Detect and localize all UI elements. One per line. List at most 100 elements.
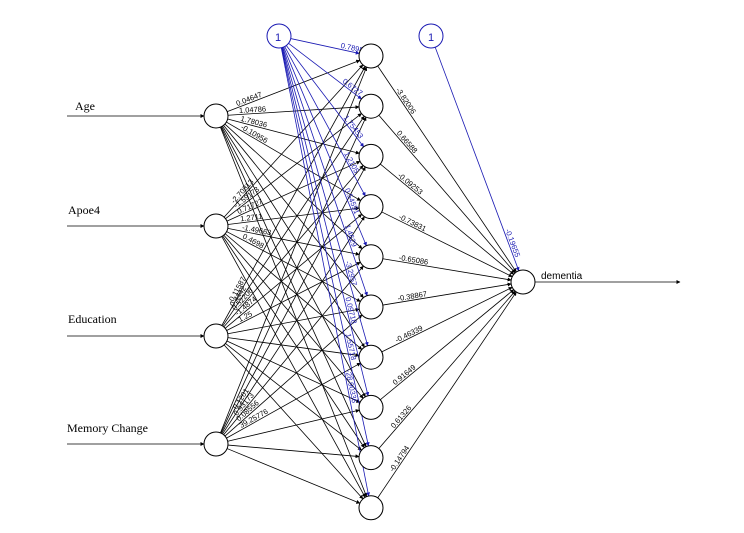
edge-input2-hidden8 (223, 234, 364, 399)
hidden-node-6 (358, 294, 384, 320)
edge-input2-hidden9 (222, 235, 365, 448)
edge-bias-hidden5 (283, 46, 367, 247)
weight-bias-hidden8: 0.09718 (343, 296, 358, 324)
input-node-4 (203, 431, 229, 457)
edge-input1-hidden9 (220, 126, 367, 448)
edge-input2-hidden2 (225, 113, 362, 219)
input-label-education: Education (68, 312, 117, 326)
edge-hidden3-output (379, 163, 515, 275)
edge-hidden6-output (382, 282, 512, 306)
weight-bias-hidden6: 1.4629 (343, 223, 359, 248)
edge-input1-hidden8 (221, 126, 366, 398)
edge-input3-hidden4 (224, 213, 363, 329)
output-label-dementia: dementia (541, 271, 583, 282)
bias-node-output-label: 1 (428, 32, 434, 44)
hidden-node-1 (358, 43, 384, 69)
edge-input4-hidden10 (226, 448, 361, 504)
input-label-apoe4: Apoe4 (68, 203, 100, 217)
hidden-node-5 (358, 244, 384, 270)
weight-hidden8-output: 0.91649 (391, 363, 418, 387)
edge-input4-hidden7 (226, 362, 361, 439)
edge-input4-hidden1 (220, 66, 368, 434)
edge-input2-hidden10 (221, 236, 366, 498)
input-label-age: Age (75, 99, 95, 113)
hidden-node-4 (358, 194, 384, 220)
edge-input2-hidden3 (226, 160, 361, 222)
weight-hidden7-output: -0.46339 (394, 323, 425, 344)
weight-bias-hidden5: 0.54591 (343, 187, 362, 216)
edge-input3-hidden10 (223, 344, 364, 500)
edge-input2-hidden5 (227, 227, 360, 256)
weight-hidden4-output: -0.73831 (397, 212, 428, 233)
edge-input3-hidden9 (225, 343, 362, 451)
hidden-node-8 (358, 394, 384, 420)
edge-input1-hidden7 (222, 125, 365, 348)
weight-bias-hidden10: -28.90336 (344, 369, 359, 404)
input-node-1 (203, 103, 229, 129)
hidden-node-10 (358, 495, 384, 521)
edge-bias-hidden3 (285, 45, 365, 148)
edge-hidden10-output (377, 291, 517, 499)
edge-bias-hidden4 (284, 46, 366, 197)
edge-bias-hidden6 (282, 47, 368, 297)
edge-input4-hidden6 (224, 314, 363, 437)
weight-edges (67, 38, 681, 504)
edge-input1-hidden6 (223, 125, 364, 298)
edge-hidden8-output (380, 289, 515, 401)
edge-input3-hidden6 (227, 307, 360, 335)
edge-bias-hidden2 (288, 42, 362, 100)
edge-hidden1-output (377, 65, 517, 273)
edge-bias-hidden9 (281, 47, 370, 447)
hidden-node-9 (358, 445, 384, 471)
edge-input4-hidden8 (227, 409, 360, 442)
weight-hidden2-output: 0.66588 (395, 129, 420, 155)
edge-input2-hidden1 (223, 64, 364, 218)
edge-input4-hidden3 (221, 166, 366, 434)
edge-hidden5-output (382, 258, 512, 282)
edge-input3-hidden7 (227, 337, 360, 358)
hidden-node-7 (358, 344, 384, 370)
output-node (510, 269, 536, 295)
weight-hidden9-output: 0.61326 (389, 404, 414, 430)
edge-input2-hidden4 (227, 206, 360, 225)
weight-hidden3-output: -0.09253 (396, 171, 425, 197)
edge-hidden4-output (381, 211, 513, 278)
edge-bias-hidden8 (281, 47, 370, 397)
weight-bias-hidden9: 1.55718 (344, 333, 359, 361)
edge-input3-hidden8 (226, 340, 361, 403)
weight-input2-hidden4: 1.2711 (240, 212, 263, 224)
edge-hidden7-output (381, 286, 513, 353)
weight-bias-output: -0.19655 (503, 228, 522, 259)
edge-bias-output (434, 47, 520, 272)
input-label-memory-change: Memory Change (67, 421, 148, 435)
bias-node-hidden (266, 23, 292, 49)
edge-input4-hidden2 (220, 116, 367, 434)
weight-hidden5-output: -0.65086 (398, 253, 429, 267)
edge-hidden2-output (378, 115, 516, 274)
weight-input1-hidden2: 1.04786 (239, 104, 267, 115)
edge-input3-hidden3 (223, 165, 364, 328)
input-node-2 (203, 213, 229, 239)
bias-node-hidden-label: 1 (275, 32, 281, 44)
edge-input1-hidden5 (224, 123, 363, 250)
edge-input4-hidden5 (223, 265, 364, 436)
edge-hidden9-output (378, 290, 516, 449)
hidden-node-2 (358, 93, 384, 119)
bias-node-output (418, 23, 444, 49)
weight-hidden6-output: -0.38867 (397, 289, 428, 303)
network-nodes (203, 23, 536, 521)
weight-hidden10-output: -0.14794 (387, 444, 411, 474)
edge-bias-hidden10 (280, 47, 370, 497)
edge-bias-hidden1 (290, 38, 360, 55)
edge-input3-hidden1 (221, 66, 366, 326)
edge-input4-hidden9 (227, 444, 360, 459)
edge-input1-hidden4 (226, 121, 361, 201)
weight-bias-hidden2: 0.6727 (341, 77, 365, 98)
edge-input2-hidden7 (224, 233, 363, 350)
hidden-node-3 (358, 143, 384, 169)
edge-bias-hidden7 (281, 47, 369, 347)
edge-input1-hidden3 (227, 118, 360, 155)
weight-hidden1-output: -3.82006 (394, 86, 418, 116)
input-node-3 (203, 323, 229, 349)
